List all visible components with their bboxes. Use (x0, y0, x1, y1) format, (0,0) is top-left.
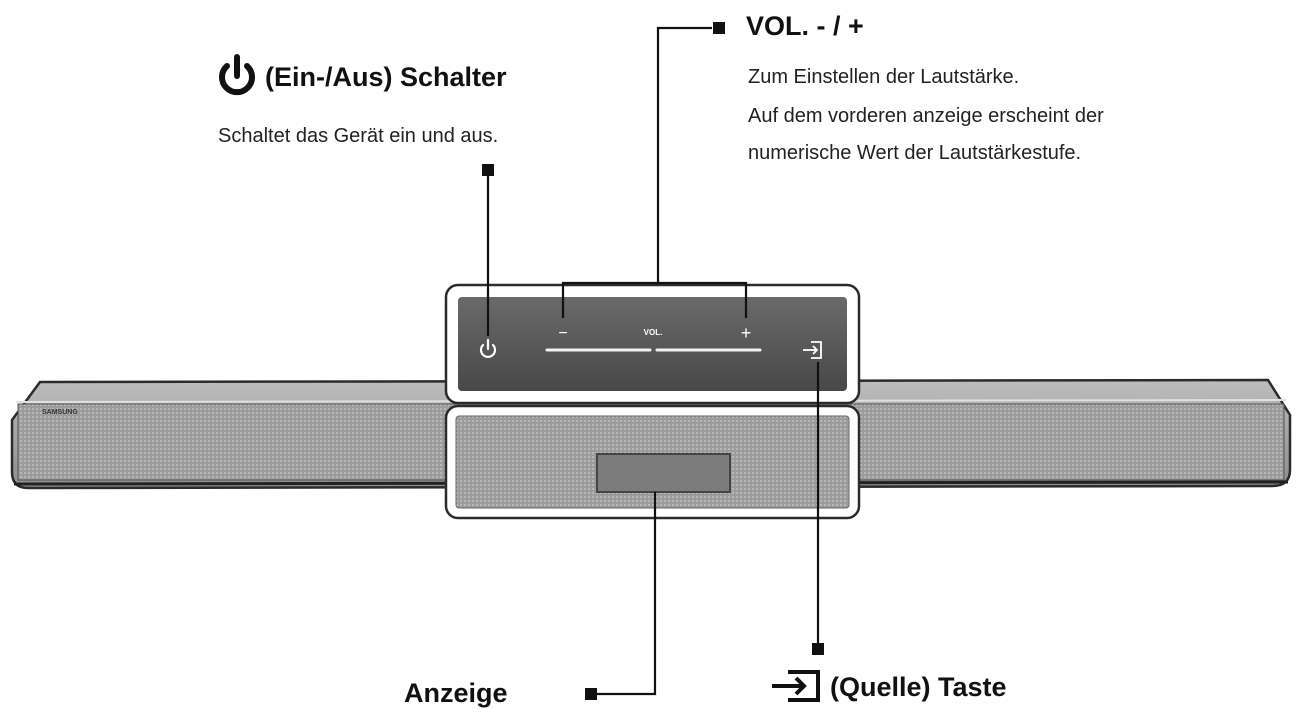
leader-lines (486, 26, 820, 696)
source-title: (Quelle) Taste (770, 669, 1007, 704)
volume-title: VOL. - / + (746, 11, 864, 41)
source-input-icon (772, 669, 820, 702)
brand-logo: SAMSUNG (42, 409, 78, 416)
control-panel (444, 283, 861, 405)
source-title-text: (Quelle) Taste (830, 672, 1007, 702)
volume-marker (713, 22, 725, 34)
volume-leader (561, 26, 748, 318)
volume-description-line-2: Auf dem vorderen anzeige erscheint der (748, 105, 1104, 127)
panel-vol-minus[interactable]: − (558, 325, 567, 342)
panel-vol-plus[interactable]: + (741, 323, 752, 343)
source-marker (812, 643, 824, 655)
display-frame (444, 404, 861, 520)
display-window (596, 453, 731, 493)
volume-description-line-1: Zum Einstellen der Lautstärke. (748, 66, 1020, 88)
panel-power-button[interactable] (479, 338, 497, 358)
leader-markers (482, 22, 824, 700)
power-icon (219, 54, 255, 96)
display-marker (585, 688, 597, 700)
panel-vol-label: VOL. (644, 328, 663, 337)
power-title: (Ein-/Aus) Schalter (215, 54, 507, 98)
volume-description-line-3: numerische Wert der Lautstärkestufe. (748, 142, 1082, 164)
power-title-text: (Ein-/Aus) Schalter (265, 62, 507, 93)
power-description: Schaltet das Gerät ein und aus. (218, 125, 499, 147)
power-marker (482, 164, 494, 176)
panel-source-button[interactable] (803, 341, 822, 359)
display-title: Anzeige (404, 678, 508, 708)
display-leader (592, 492, 657, 696)
